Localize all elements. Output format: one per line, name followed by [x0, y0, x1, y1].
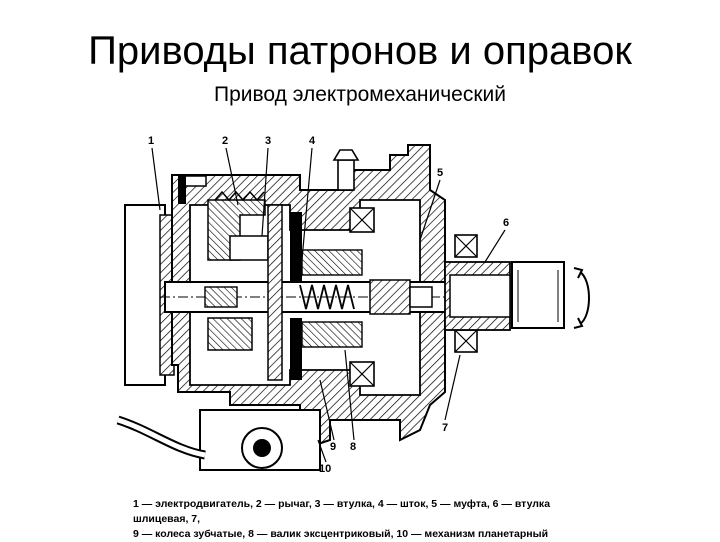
callout-4: 4 [309, 135, 316, 147]
leader-lines [151, 147, 506, 463]
callout-7: 7 [442, 422, 448, 434]
gear-part [267, 204, 363, 381]
slide-title: Приводы патронов и оправок [88, 29, 632, 73]
callout-10: 10 [319, 463, 331, 475]
figure-caption: 1 — электродвигатель, 2 — рычаг, 3 — вту… [133, 497, 603, 542]
callout-2: 2 [222, 135, 228, 147]
caption-line-1: 1 — электродвигатель, 2 — рычаг, 3 — вту… [133, 498, 551, 525]
callout-6: 6 [503, 217, 509, 229]
callout-9: 9 [330, 441, 336, 453]
bearing-part [349, 207, 478, 387]
planetary-mechanism-part [116, 409, 321, 471]
callout-1: 1 [148, 135, 154, 147]
callout-5: 5 [437, 167, 443, 179]
callout-3: 3 [265, 135, 271, 147]
spline-sleeve-part [444, 261, 590, 331]
callout-8: 8 [350, 441, 356, 453]
slide-subtitle: Привод электромеханический [213, 83, 506, 106]
caption-line-2: 9 — колеса зубчатые, 8 — валик эксцентри… [133, 528, 549, 540]
rod-part [160, 279, 500, 315]
